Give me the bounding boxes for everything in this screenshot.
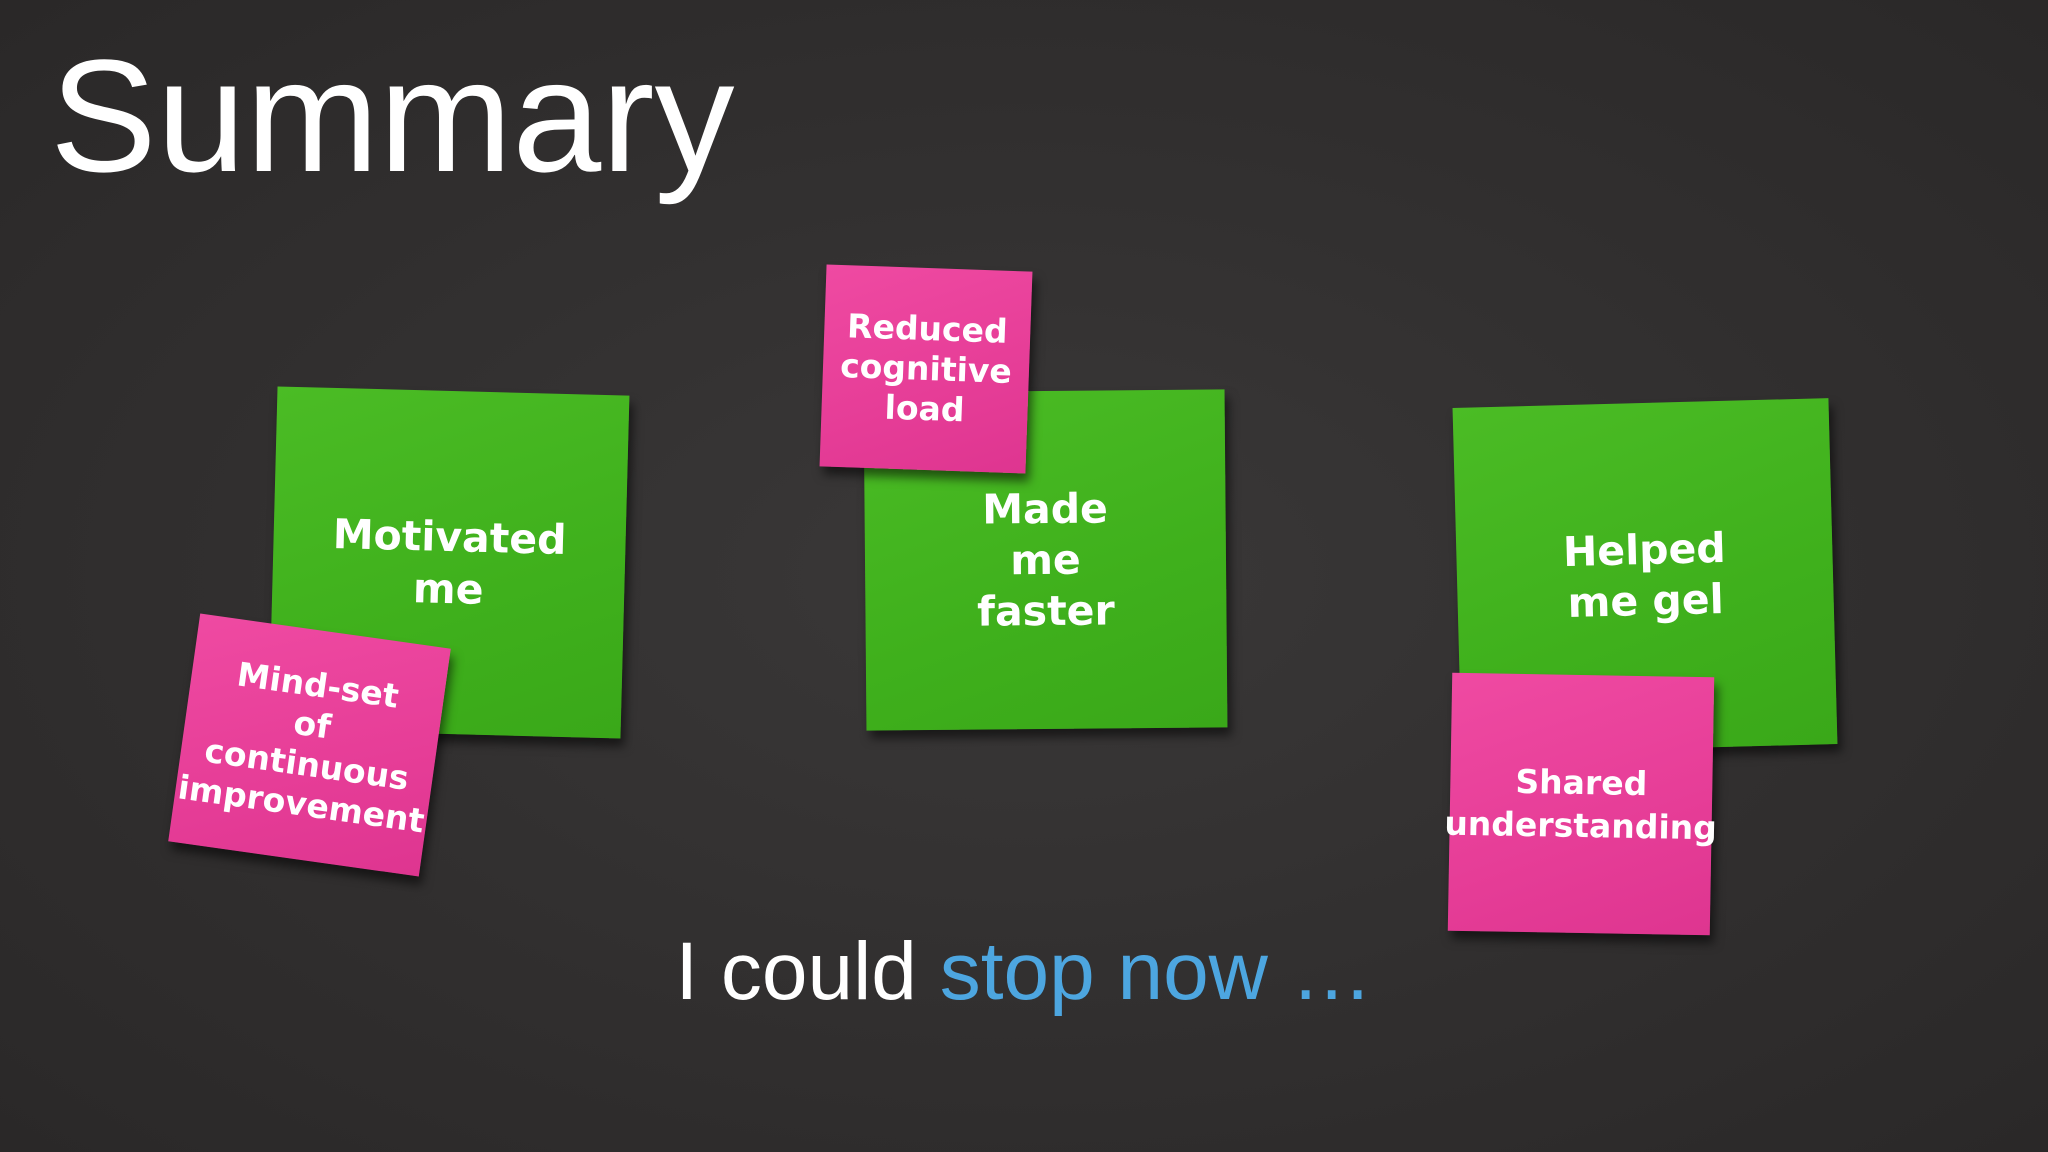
sticky-note-text: Shared understanding [1444, 761, 1718, 848]
slide-title: Summary [50, 26, 735, 205]
sticky-note-shared-understanding: Shared understanding [1444, 672, 1717, 936]
sticky-note-mind-set: Mind-set of continuous improvement [168, 613, 451, 877]
sticky-note-reduced-cognitive-load: Reduced cognitive load [819, 264, 1033, 474]
tagline: I could stop now … [0, 925, 2048, 1019]
sticky-note-text: Helped me gel [1562, 523, 1727, 628]
tagline-accent: stop now … [939, 926, 1373, 1017]
sticky-note-text: Made me faster [976, 483, 1115, 636]
sticky-note-text: Motivated me [332, 509, 568, 614]
tagline-plain: I could [675, 926, 940, 1017]
sticky-note-text: Mind-set of continuous improvement [175, 654, 427, 841]
sticky-note-text: Reduced cognitive load [839, 306, 1013, 430]
